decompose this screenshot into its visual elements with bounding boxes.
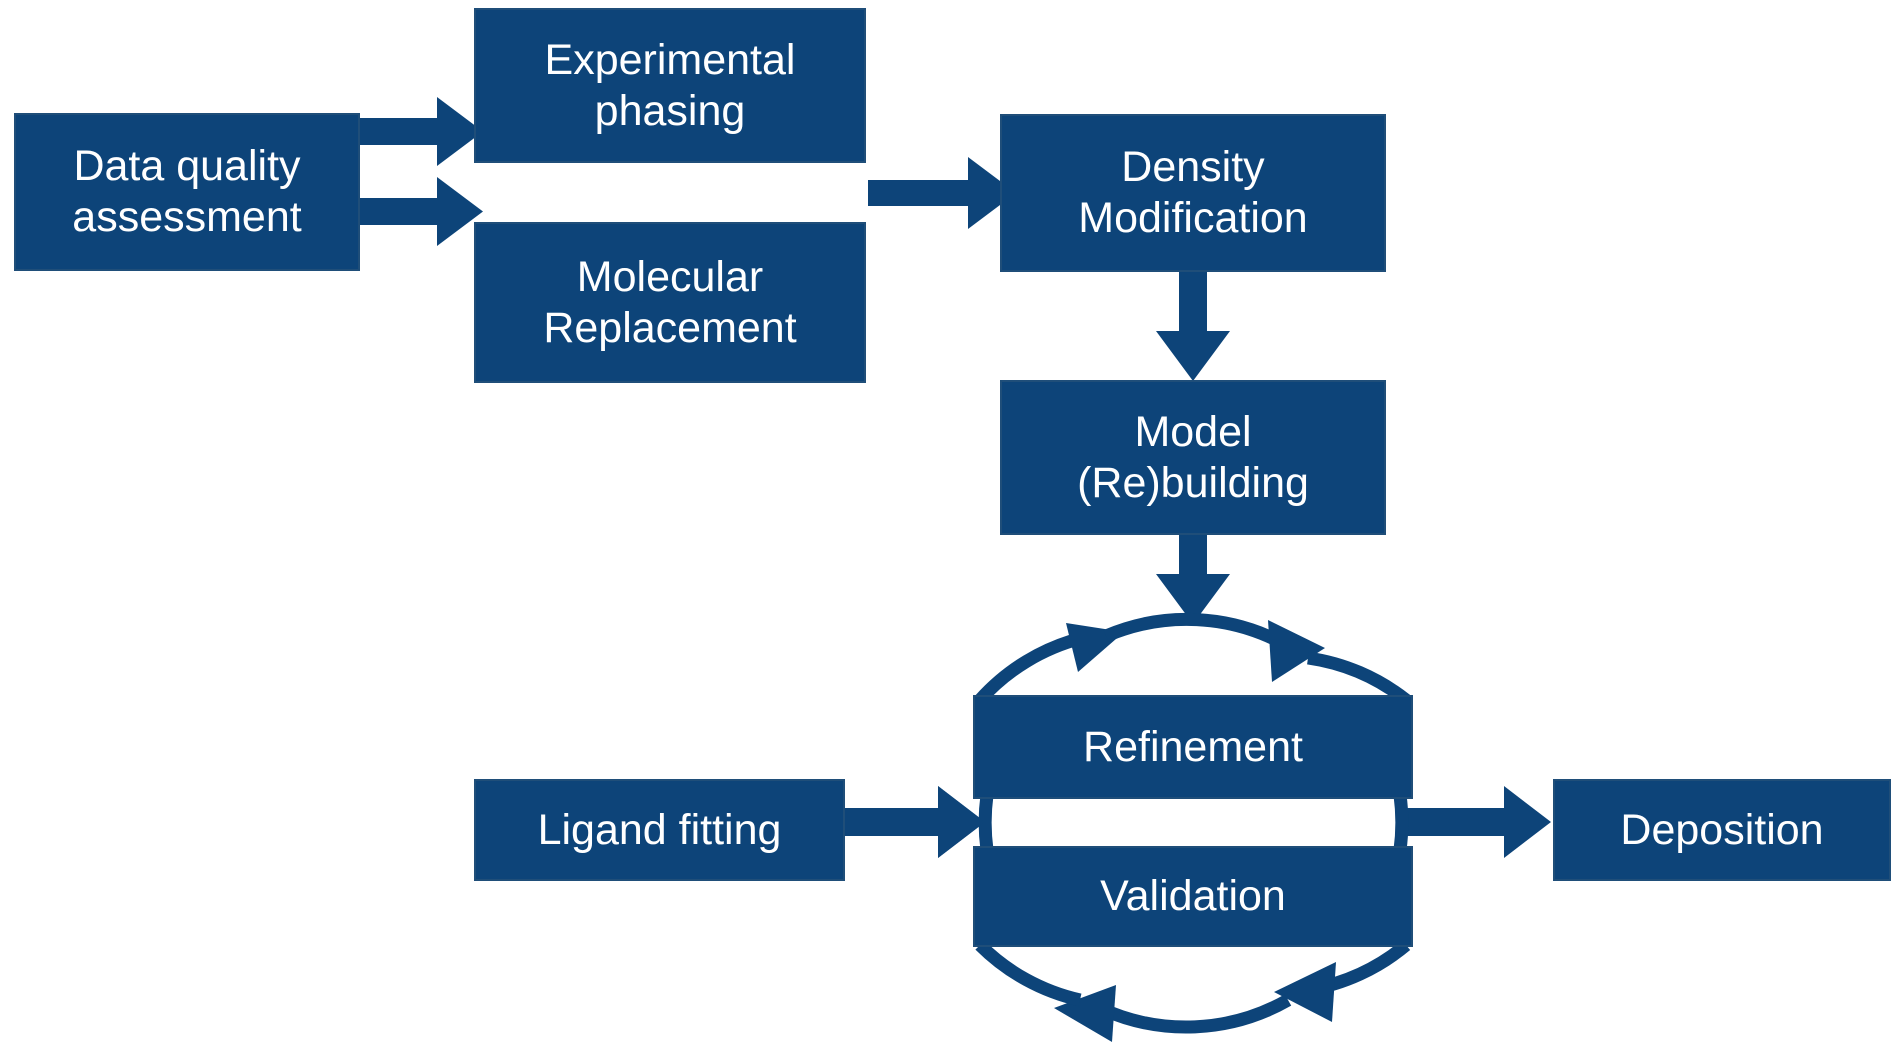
node-deposition[interactable]: Deposition — [1553, 779, 1891, 881]
arrow-model-to-cycle — [1156, 533, 1230, 624]
node-label: Refinement — [1083, 722, 1303, 771]
arrow-phasing-to-density — [868, 157, 1016, 229]
cycle-arc-bottom — [975, 939, 1411, 1042]
node-ligand-fitting[interactable]: Ligand fitting — [474, 779, 845, 881]
node-density-modification[interactable]: Density Modification — [1000, 114, 1386, 272]
arrow-cycle-to-deposition — [1406, 786, 1551, 858]
arrow-density-to-model — [1156, 270, 1230, 381]
node-model-rebuilding[interactable]: Model (Re)building — [1000, 380, 1386, 535]
node-data-quality-assessment[interactable]: Data quality assessment — [14, 113, 360, 271]
arrow-ligand-to-cycle — [845, 786, 985, 858]
node-experimental-phasing[interactable]: Experimental phasing — [474, 8, 866, 163]
cycle-arc-right — [1393, 794, 1409, 851]
node-refinement[interactable]: Refinement — [973, 695, 1413, 799]
node-label: Density Modification — [1078, 143, 1308, 242]
node-molecular-replacement[interactable]: Molecular Replacement — [474, 222, 866, 383]
node-label: Experimental phasing — [544, 35, 796, 135]
node-label: Data quality assessment — [72, 142, 302, 241]
node-label: Molecular Replacement — [543, 252, 797, 352]
node-label: Model (Re)building — [1077, 407, 1309, 507]
node-label: Ligand fitting — [537, 805, 782, 854]
arrow-dataquality-to-molecular — [360, 177, 483, 246]
cycle-arc-left — [978, 794, 994, 851]
node-label: Validation — [1100, 872, 1286, 921]
arrow-dataquality-to-experimental — [360, 97, 483, 166]
node-validation[interactable]: Validation — [973, 846, 1413, 947]
cycle-arc-top — [975, 612, 1411, 706]
node-label: Deposition — [1620, 805, 1824, 854]
